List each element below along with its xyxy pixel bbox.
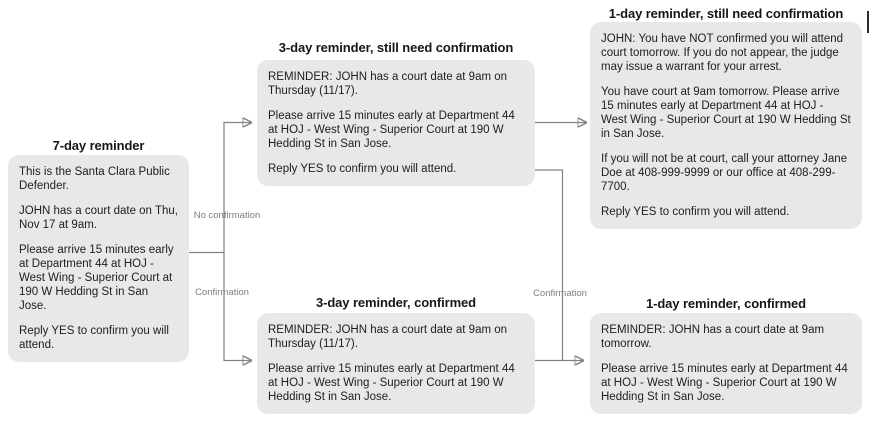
message-paragraph: You have court at 9am tomorrow. Please a… — [601, 86, 851, 140]
edge-label-no-confirmation: No confirmation — [193, 210, 261, 221]
node-title-1-day-confirmed: 1-day reminder, confirmed — [645, 296, 807, 311]
edge-label-confirmation-left: Confirmation — [195, 287, 249, 298]
message-bubble-1-day-unconfirmed: JOHN: You have NOT confirmed you will at… — [590, 22, 862, 229]
message-paragraph: Please arrive 15 minutes early at Depart… — [268, 110, 515, 150]
connector-no-confirmation — [223, 123, 251, 253]
message-paragraph: JOHN has a court date on Thu, Nov 17 at … — [19, 205, 178, 231]
message-paragraph: Reply YES to confirm you will attend. — [268, 163, 457, 175]
node-title-3-day-confirmed: 3-day reminder, confirmed — [315, 295, 477, 310]
message-paragraph: Please arrive 15 minutes early at Depart… — [19, 244, 174, 312]
message-paragraph: JOHN: You have NOT confirmed you will at… — [601, 33, 844, 73]
message-paragraph: If you will not be at court, call your a… — [601, 153, 848, 193]
message-paragraph: Reply YES to confirm you will attend. — [19, 325, 169, 351]
clipped-edge-mark — [867, 11, 869, 33]
message-bubble-7-day: This is the Santa Clara Public Defender.… — [8, 155, 189, 362]
message-paragraph: Reply YES to confirm you will attend. — [601, 206, 790, 218]
connector-confirmation-left — [223, 252, 251, 361]
message-paragraph: This is the Santa Clara Public Defender. — [19, 166, 170, 192]
message-bubble-1-day-confirmed: REMINDER: JOHN has a court date at 9am t… — [590, 313, 862, 414]
edge-label-confirmation-right: Confirmation — [533, 288, 587, 299]
node-title-7-day: 7-day reminder — [52, 138, 145, 153]
message-bubble-3-day-unconfirmed: REMINDER: JOHN has a court date at 9am o… — [257, 60, 535, 186]
message-paragraph: REMINDER: JOHN has a court date at 9am t… — [601, 324, 825, 350]
connector-confirmation-right-drop — [535, 169, 564, 361]
message-paragraph: Please arrive 15 minutes early at Depart… — [601, 363, 848, 403]
message-bubble-3-day-confirmed: REMINDER: JOHN has a court date at 9am o… — [257, 313, 535, 414]
node-title-1-day-unconfirmed: 1-day reminder, still need confirmation — [608, 6, 844, 21]
message-paragraph: REMINDER: JOHN has a court date at 9am o… — [268, 324, 508, 350]
node-title-3-day-unconfirmed: 3-day reminder, still need confirmation — [278, 40, 514, 55]
message-paragraph: REMINDER: JOHN has a court date at 9am o… — [268, 71, 508, 97]
message-paragraph: Please arrive 15 minutes early at Depart… — [268, 363, 515, 403]
